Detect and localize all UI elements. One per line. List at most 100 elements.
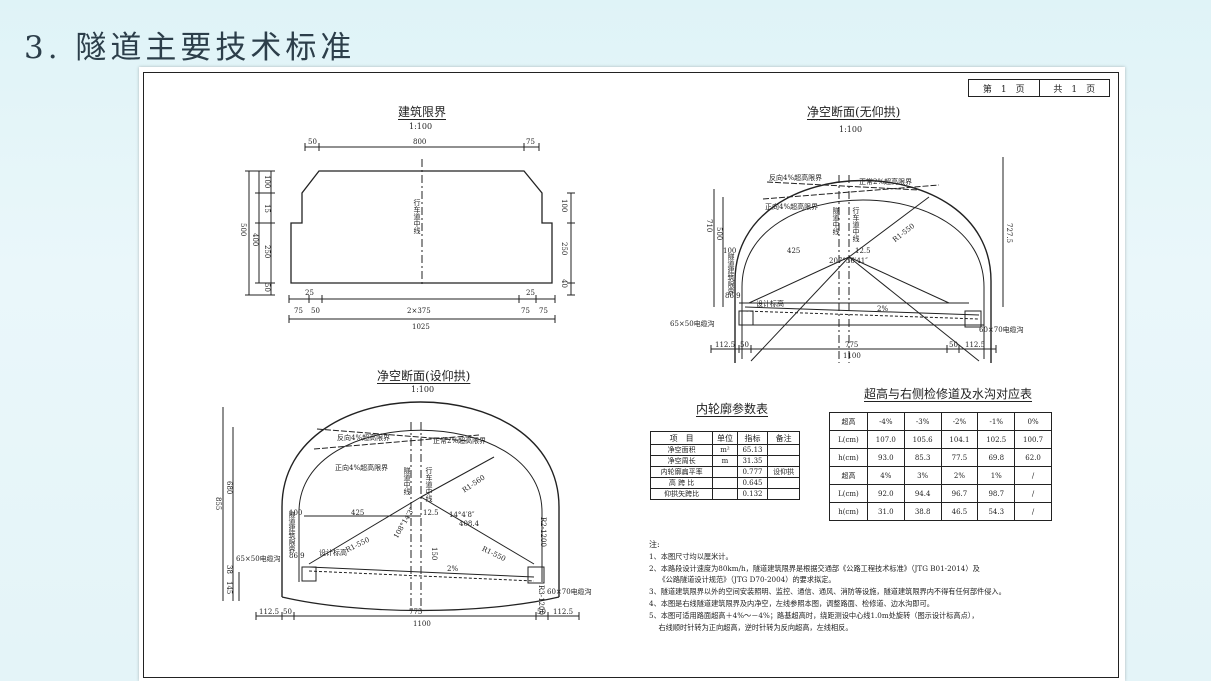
super-cell: 102.5 — [977, 430, 1016, 449]
dim-label: 775 — [409, 608, 423, 616]
drain-label: 60×70电缆沟 — [547, 588, 592, 596]
angle-label: 14°4′8″ — [449, 511, 475, 519]
dim-label: 100 — [289, 509, 303, 517]
super-cell: / — [1014, 466, 1052, 485]
building-limit-outline — [245, 143, 575, 323]
dim-label: 425 — [351, 509, 365, 517]
table-row: 高 跨 比 0.645 — [649, 477, 800, 489]
dim-label: 112.5 — [965, 341, 986, 349]
dim-label: 75 — [294, 307, 303, 315]
dim-label: 25 — [305, 289, 314, 297]
angle-label: 207°36′41″ — [829, 257, 868, 265]
dim-label: 50 — [283, 608, 292, 616]
param-cell: 0.132 — [736, 488, 769, 500]
param-cell — [767, 477, 800, 489]
dim-label: 50 — [537, 608, 546, 616]
drain-label: 65×50电缆沟 — [236, 555, 281, 563]
drain-label: 60×70电缆沟 — [979, 326, 1024, 334]
super-table-title: 超高与右侧检修道及水沟对应表 — [864, 387, 1033, 401]
param-cell — [712, 466, 738, 478]
param-cell — [712, 488, 738, 500]
dim-label: 250 — [263, 245, 271, 259]
super-cell: -4% — [866, 412, 905, 431]
param-cell: 内轮廓扁平率 — [649, 466, 714, 478]
dim-label: 250 — [560, 242, 568, 256]
dim-label: 86.9 — [725, 292, 741, 300]
dim-label: 75 — [526, 138, 535, 146]
super-cell: 0% — [1014, 412, 1052, 431]
table-row: 净空周长 m 31.35 — [649, 455, 800, 467]
dim-label: 25 — [526, 289, 535, 297]
super-cell: L(cm) — [829, 484, 868, 503]
dim-label: 775 — [845, 341, 859, 349]
dim-label: 710 — [705, 219, 713, 233]
center-line-label: 行车道中线 — [413, 199, 421, 234]
param-cell: 高 跨 比 — [649, 477, 714, 489]
super-cell: 104.1 — [940, 430, 979, 449]
super-cell: -1% — [977, 412, 1016, 431]
table-row: L(cm) 92.0 94.4 96.7 98.7 / — [829, 484, 1052, 503]
dim-label: 38 — [225, 565, 233, 574]
dim-label: 500 — [239, 223, 247, 237]
param-cell: 0.777 — [736, 466, 769, 478]
dim-label: 145 — [225, 581, 233, 595]
super-cell: 超高 — [829, 466, 868, 485]
lane-center-label: 行车道中线 — [425, 467, 433, 502]
limit-label: 反向4%超高限界 — [337, 434, 391, 442]
dim-label: 800 — [413, 138, 427, 146]
dim-label: 425 — [787, 247, 801, 255]
design-elev-label: 设计标高 — [756, 300, 784, 308]
note-line: 3、隧道建筑限界以外的空间安装照明、监控、通信、通风、消防等设施，隧道建筑限界内… — [649, 587, 1006, 597]
super-cell: 98.7 — [977, 484, 1016, 503]
table-row: h(cm) 93.0 85.3 77.5 69.8 62.0 — [829, 448, 1052, 467]
notes-block: 注: 1、本图尺寸均以厘米计。 2、本路段设计速度为80km/h，隧道建筑限界是… — [649, 539, 1006, 633]
super-cell: -3% — [903, 412, 942, 431]
limit-label: 正向4%超高限界 — [765, 203, 819, 211]
design-elev-label: 设计标高 — [319, 549, 347, 557]
radius-label: R3-1200 — [537, 585, 545, 615]
dim-label: 86.9 — [289, 552, 305, 560]
slide-title: 3. 隧道主要技术标准 — [24, 30, 356, 66]
param-header: 单位 — [712, 431, 738, 445]
super-cell: 38.8 — [903, 502, 942, 521]
dim-label: 50 — [263, 283, 271, 292]
tunnel-center-label: 隧道中线 — [403, 467, 411, 495]
table-row: 净空面积 m² 65.13 — [649, 444, 800, 456]
super-cell: 96.7 — [940, 484, 979, 503]
param-cell: 设仰拱 — [767, 466, 800, 478]
superelevation-table: 超高 -4% -3% -2% -1% 0% L(cm) 107.0 105.6 … — [829, 412, 1052, 521]
param-cell: 净空面积 — [649, 444, 714, 456]
dim-label: 855 — [214, 497, 222, 511]
dim-label: 1100 — [413, 620, 431, 628]
super-cell: 2% — [940, 466, 979, 485]
super-cell: h(cm) — [829, 448, 868, 467]
dim-label: 75 — [539, 307, 548, 315]
lane-center-label: 行车道中线 — [852, 207, 860, 242]
super-cell: h(cm) — [829, 502, 868, 521]
dim-label: 50 — [308, 138, 317, 146]
note-line: 2、本路段设计速度为80km/h，隧道建筑限界是根据交通部《公路工程技术标准》（… — [649, 563, 980, 573]
section-with-invert-scale: 1:100 — [411, 385, 435, 394]
building-limit-scale: 1:100 — [409, 122, 433, 131]
limit-label: 反向4%超高限界 — [769, 174, 823, 182]
param-table-title: 内轮廓参数表 — [696, 402, 769, 416]
dim-label: 40 — [560, 279, 568, 288]
limit-label: 正常2%超高限界 — [433, 437, 487, 445]
param-cell — [767, 444, 800, 456]
page-number: 第 1 页 — [969, 80, 1040, 96]
table-row: h(cm) 31.0 38.8 46.5 54.3 / — [829, 502, 1052, 521]
drawing-sheet: 第 1 页 共 1 页 — [139, 67, 1125, 681]
super-cell: 4% — [866, 466, 905, 485]
super-cell: 100.7 — [1014, 430, 1052, 449]
dim-label: 2% — [877, 305, 889, 313]
limit-label: 正常2%超高限界 — [859, 178, 913, 186]
table-row: 内轮廓扁平率 0.777 设仰拱 — [649, 466, 800, 478]
drawing-lines — [139, 67, 1125, 681]
super-cell: 92.0 — [866, 484, 905, 503]
dim-label: 12.5 — [423, 509, 439, 517]
param-cell: 净空周长 — [649, 455, 714, 467]
param-cell: 0.645 — [736, 477, 769, 489]
param-cell — [767, 488, 800, 500]
super-cell: / — [1014, 502, 1052, 521]
table-row: 超高 4% 3% 2% 1% / — [829, 466, 1052, 485]
